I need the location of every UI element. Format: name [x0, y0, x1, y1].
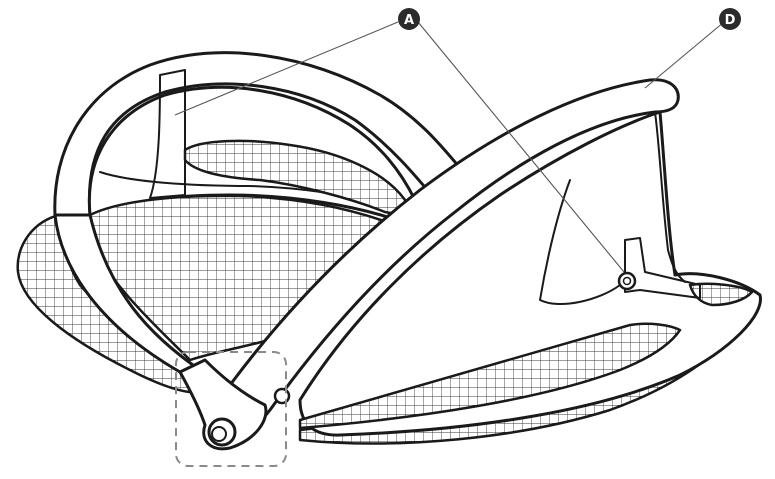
side-pivot-hinge-center — [622, 276, 632, 286]
detail-highlight-box — [175, 351, 287, 467]
canopy-fold-line — [539, 179, 621, 306]
callout-a-leader-right — [417, 21, 625, 273]
callout-d-bubble — [719, 8, 741, 30]
inner-vertical-strap — [149, 69, 186, 199]
callout-d: D — [719, 8, 741, 30]
hinge-knob-inner — [211, 426, 227, 442]
callout-a: A — [398, 8, 420, 30]
callout-a-leader-left — [174, 21, 399, 116]
callout-d-leader — [644, 21, 725, 89]
callout-d-label: D — [725, 13, 736, 28]
hinge-joint-housing — [178, 358, 268, 451]
callout-a-bubble — [398, 8, 420, 30]
canopy-rear-edge — [654, 111, 686, 283]
callout-a-label: A — [404, 13, 414, 28]
lower-front-mesh-strip — [298, 322, 682, 430]
side-bracket — [624, 237, 701, 299]
